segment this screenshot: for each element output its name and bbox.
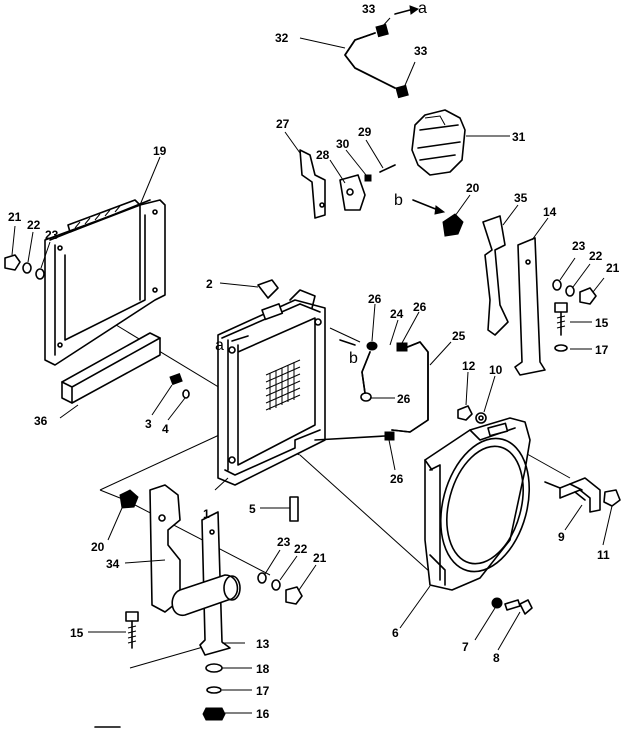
callout-28: 28: [316, 148, 330, 162]
callout-22-right: 22: [589, 249, 603, 263]
callout-4: 4: [162, 422, 169, 436]
callout-24: 24: [390, 307, 404, 321]
callout-32: 32: [275, 31, 289, 45]
callout-15-lower: 15: [70, 626, 84, 640]
callout-33-top: 33: [362, 2, 376, 16]
bracket-34: [124, 484, 181, 613]
ref-b-radiator: b: [349, 350, 358, 367]
callout-16: 16: [256, 707, 270, 721]
callout-26-d: 26: [390, 472, 404, 486]
radiator-hoses-24-26: [231, 303, 452, 471]
callout-17-right: 17: [595, 343, 609, 357]
nut-washer-10-12: [457, 371, 496, 424]
pin-5: [260, 496, 299, 522]
callout-3: 3: [145, 417, 152, 431]
hardware-left-upper: [4, 225, 51, 280]
callout-18: 18: [256, 662, 270, 676]
callout-30: 30: [336, 137, 350, 151]
callout-12: 12: [462, 359, 476, 373]
drain-plug-3-4: [151, 372, 190, 421]
callout-20-lower: 20: [91, 540, 105, 554]
callout-13: 13: [256, 637, 270, 651]
washer-bolt-7-8: [474, 597, 533, 651]
callout-2: 2: [206, 277, 213, 291]
reserve-hose-32: [299, 5, 420, 99]
callout-23-lower: 23: [277, 535, 291, 549]
callout-33-mid: 33: [414, 44, 428, 58]
callout-26-a: 26: [368, 292, 382, 306]
callout-20-upper: 20: [466, 181, 480, 195]
radiator-core-1: [217, 289, 326, 486]
radiator-cap-2: [219, 279, 279, 299]
mount-rubber-20-lower: [107, 489, 139, 541]
callout-21-right: 21: [606, 261, 620, 275]
callout-22-lower: 22: [294, 542, 308, 556]
mount-rubber-20-upper: [412, 194, 471, 237]
callout-23-left: 23: [45, 228, 59, 242]
ref-b-bracket: b: [394, 192, 403, 209]
leader-lines-misc: [59, 156, 229, 728]
fan-shroud-6: [399, 417, 531, 629]
callout-29: 29: [358, 125, 372, 139]
callout-26-b: 26: [413, 300, 427, 314]
callout-35: 35: [514, 191, 528, 205]
callout-25: 25: [452, 329, 466, 343]
side-shroud-19: [44, 199, 166, 366]
callout-27: 27: [276, 117, 290, 131]
callout-22-left: 22: [27, 218, 41, 232]
ref-a-radiator: a: [215, 337, 224, 354]
reference-letters: a a b b: [215, 0, 427, 367]
support-bar-36: [61, 332, 161, 404]
bracket-14: [514, 217, 549, 376]
callout-8: 8: [493, 651, 500, 665]
bolt-11: [602, 489, 621, 546]
callout-14: 14: [543, 205, 557, 219]
callout-labels: 33 32 33 31 27 28 30 29 20 35 14 19 21 2…: [8, 2, 620, 721]
callout-6: 6: [392, 626, 399, 640]
callout-15-right: 15: [595, 316, 609, 330]
hardware-lower-stack: [88, 611, 252, 721]
callout-19: 19: [153, 144, 167, 158]
tank-bracket-27-30: [284, 131, 396, 219]
callout-17-lower: 17: [256, 684, 270, 698]
callout-10: 10: [489, 363, 503, 377]
callout-9: 9: [558, 530, 565, 544]
bracket-13: [171, 511, 245, 656]
callout-23-right: 23: [572, 239, 586, 253]
callout-34: 34: [106, 557, 120, 571]
callout-26-c: 26: [397, 392, 411, 406]
fan-cover-9: [544, 477, 601, 531]
hardware-right-upper: [552, 257, 605, 352]
callout-31: 31: [512, 130, 526, 144]
ref-a-top: a: [418, 0, 427, 17]
callout-21-left: 21: [8, 210, 22, 224]
callout-7: 7: [462, 640, 469, 654]
callout-11: 11: [597, 548, 610, 562]
hardware-lower-middle: [257, 549, 317, 605]
callout-36: 36: [34, 414, 48, 428]
callout-21-lower: 21: [313, 551, 327, 565]
callout-1: 1: [203, 507, 210, 521]
reserve-tank-31: [411, 109, 510, 176]
callout-5: 5: [249, 502, 256, 516]
bracket-35: [482, 204, 519, 336]
